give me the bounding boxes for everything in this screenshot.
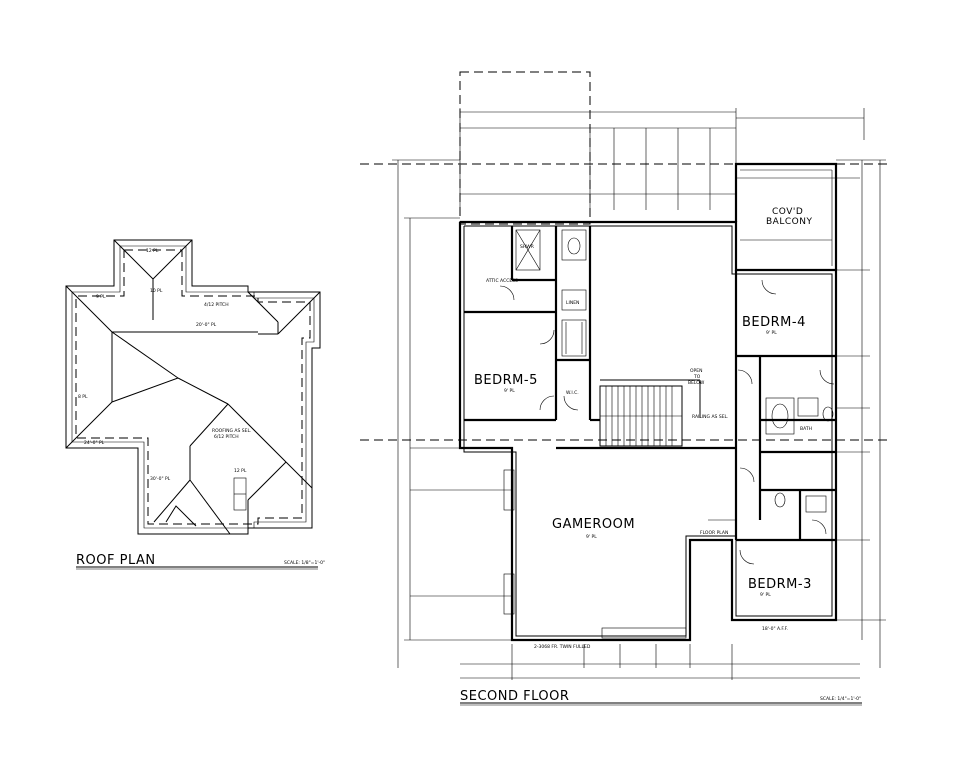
room-label-covd: COV'D — [772, 207, 803, 217]
second-floor-plan: BEDRM-5 9' PL BEDRM-4 9' PL BEDRM-3 9' P… — [360, 71, 890, 706]
floor-note: BATH — [800, 426, 812, 432]
ceiling-note: 9' PL — [586, 534, 597, 540]
floor-note: ATTIC ACCESS — [486, 278, 518, 284]
room-label-bedrm-3: BEDRM-3 — [748, 577, 812, 592]
room-label-balcony: BALCONY — [766, 217, 812, 227]
roof-plan-title: ROOF PLAN — [76, 553, 156, 568]
roof-plan-scale: SCALE: 1/8"=1'-0" — [284, 560, 325, 566]
floor-note: SHWR — [520, 244, 534, 250]
open-to-below-label: OPEN — [690, 368, 702, 374]
roof-note: 8 PL — [78, 394, 88, 400]
roof-note: ROOFING AS SEL. — [212, 428, 251, 434]
floor-note: LINEN — [566, 300, 579, 306]
floor-note: 2-3068 FR. TWIN FULLED — [534, 644, 591, 650]
open-to-below-label: TO — [693, 374, 701, 380]
roof-note: 12 PL — [146, 248, 159, 254]
roof-plan: 12 PL 10 PL 9 PL 8 PL 4/12 PITCH ROOFING… — [65, 239, 325, 570]
floor-note: RAILING AS SEL. — [692, 414, 728, 420]
roof-note: 9 PL — [96, 294, 106, 300]
ceiling-note: 9' PL — [766, 330, 777, 336]
roof-note: 30'-0" PL — [150, 476, 171, 482]
open-to-below-label: BELOW — [688, 380, 705, 386]
second-floor-scale: SCALE: 1/4"=1'-0" — [820, 696, 861, 702]
roof-note: 6/12 PITCH — [214, 434, 239, 440]
roof-note: 10 PL — [150, 288, 163, 294]
second-floor-title: SECOND FLOOR — [460, 689, 569, 704]
room-label-bedrm-4: BEDRM-4 — [742, 315, 806, 330]
floor-note: W.I.C. — [566, 390, 579, 396]
roof-note: 20'-0" PL — [196, 322, 217, 328]
ceiling-note: 9' PL — [760, 592, 771, 598]
roof-note: 12 PL — [234, 468, 247, 474]
room-label-bedrm-5: BEDRM-5 — [474, 373, 538, 388]
room-label-gameroom: GAMEROOM — [552, 517, 635, 532]
roof-note: 24'-0" PL — [84, 440, 105, 446]
ceiling-note: 9' PL — [504, 388, 515, 394]
floor-note: 18'-0" A.F.F. — [762, 626, 788, 632]
roof-note: 4/12 PITCH — [204, 302, 229, 308]
floor-note: FLOOR PLAN — [700, 530, 728, 536]
